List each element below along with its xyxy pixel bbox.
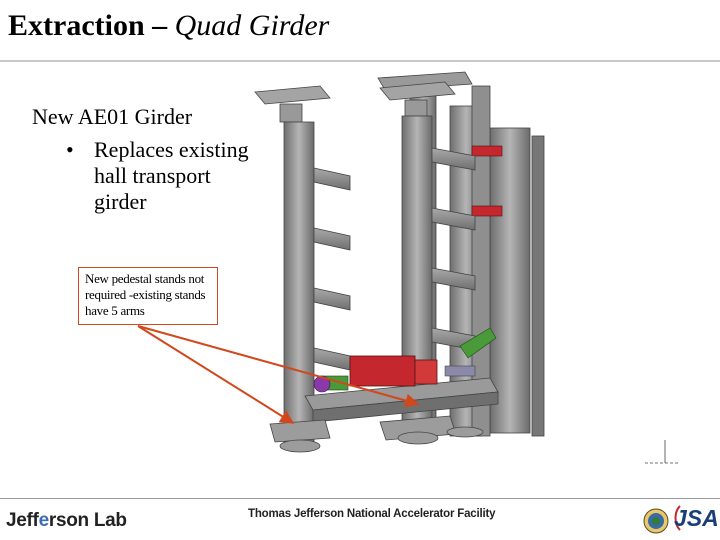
title-main: Extraction	[8, 9, 145, 42]
callout-box: New pedestal stands not required -existi…	[78, 267, 218, 325]
slide-title: Extraction – Quad Girder	[8, 6, 329, 46]
jsa-swoosh-icon	[674, 505, 681, 531]
axis-indicator-icon	[645, 440, 678, 464]
footer-divider	[0, 498, 720, 499]
jefferson-lab-logo: Jefferson Lab	[6, 510, 127, 532]
footer: Jefferson Lab Thomas Jefferson National …	[0, 500, 720, 540]
facility-name: Thomas Jefferson National Accelerator Fa…	[248, 508, 496, 520]
title-divider	[0, 60, 720, 62]
bullet-text: Replaces existing hall transport girder	[94, 137, 249, 214]
girder-heading: New AE01 Girder	[32, 104, 193, 129]
logo-text-accent: e	[38, 510, 50, 531]
title-separator: –	[144, 9, 175, 42]
title-subtitle: Quad Girder	[174, 9, 330, 42]
doe-seal-icon	[643, 508, 669, 534]
quad-girder-illustration	[254, 71, 545, 453]
bullet-symbol: •	[66, 137, 74, 162]
logo-text-part2: rson Lab	[48, 510, 127, 531]
logo-text-part1: Jeff	[6, 510, 39, 531]
jsa-logo: JSA	[674, 505, 719, 531]
